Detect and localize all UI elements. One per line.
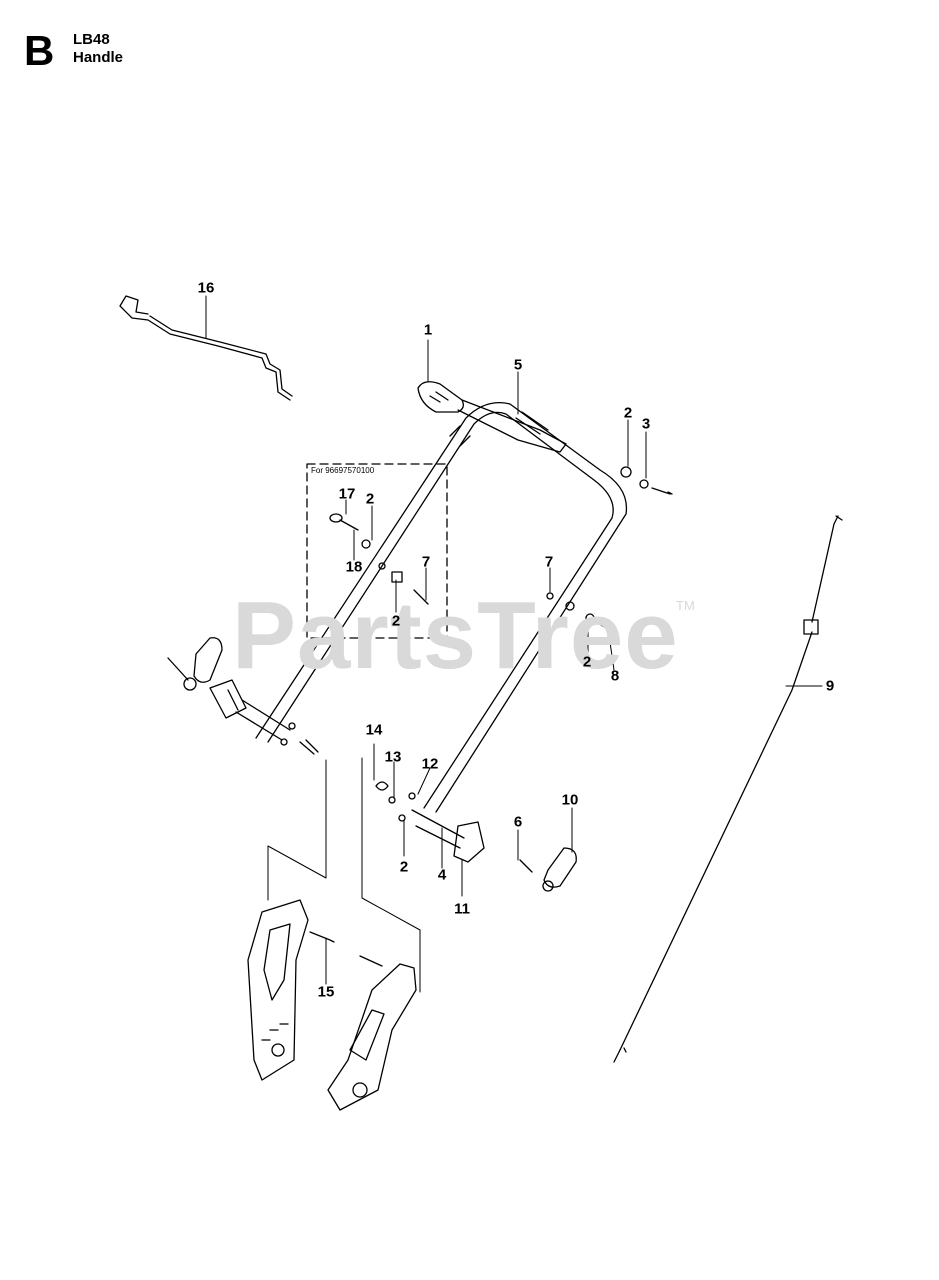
hardware-7-2-8 xyxy=(546,592,617,635)
callout-13[interactable]: 13 xyxy=(384,748,402,766)
section-letter: B xyxy=(24,27,55,74)
leader-lines xyxy=(267,757,421,993)
variant-box xyxy=(306,463,448,639)
watermark-trademark: TM xyxy=(676,598,695,613)
callout-4[interactable]: 4 xyxy=(437,866,447,884)
right-handle-bracket xyxy=(327,955,417,1111)
page-title: Handle xyxy=(73,49,124,66)
right-knob-assembly xyxy=(375,781,577,892)
callout-5[interactable]: 5 xyxy=(513,356,523,374)
callout-8[interactable]: 8 xyxy=(610,667,620,685)
callout-18[interactable]: 18 xyxy=(345,558,363,576)
callout-9[interactable]: 9 xyxy=(825,677,835,695)
hardware-2-3 xyxy=(620,466,673,495)
callout-2-upper[interactable]: 2 xyxy=(623,404,633,422)
callout-15[interactable]: 15 xyxy=(317,983,335,1001)
callout-7-box[interactable]: 7 xyxy=(421,553,431,571)
upper-handle-5 xyxy=(255,401,628,813)
callout-17[interactable]: 17 xyxy=(338,485,356,503)
callout-7-right[interactable]: 7 xyxy=(544,553,554,571)
left-knob-assembly xyxy=(167,637,319,755)
callout-2-box-lower[interactable]: 2 xyxy=(391,612,401,630)
callout-14[interactable]: 14 xyxy=(365,721,383,739)
callout-leaders xyxy=(205,295,823,985)
callout-6[interactable]: 6 xyxy=(513,813,523,831)
callout-10[interactable]: 10 xyxy=(561,791,579,809)
cable-9 xyxy=(613,515,843,1063)
watermark: PartsTree xyxy=(232,582,679,689)
callout-16[interactable]: 16 xyxy=(197,279,215,297)
bracket-5 xyxy=(515,411,549,435)
left-handle-bracket xyxy=(247,899,335,1081)
callout-1[interactable]: 1 xyxy=(423,321,433,339)
variant-hardware xyxy=(329,513,429,605)
grip-1 xyxy=(417,381,567,453)
callout-12[interactable]: 12 xyxy=(421,755,439,773)
variant-note: For 96697570100 xyxy=(311,466,375,475)
callout-2-lower[interactable]: 2 xyxy=(399,858,409,876)
cable-guide-wire-16 xyxy=(119,295,293,401)
model-name: LB48 xyxy=(73,31,110,48)
callout-2-box-upper[interactable]: 2 xyxy=(365,490,375,508)
callout-3[interactable]: 3 xyxy=(641,415,651,433)
callout-11[interactable]: 11 xyxy=(454,900,470,918)
callout-2-mid[interactable]: 2 xyxy=(582,653,592,671)
